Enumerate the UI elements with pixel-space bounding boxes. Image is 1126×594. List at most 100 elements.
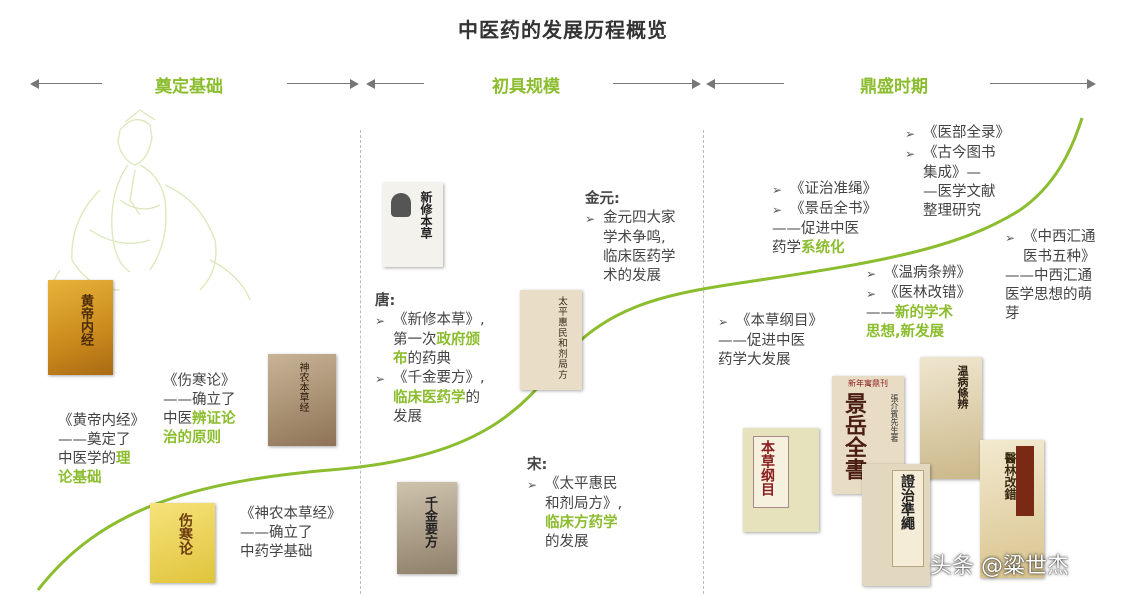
arrow-bullet-icon: ➢ bbox=[375, 314, 386, 328]
text-line: 《伤寒论》 bbox=[163, 373, 236, 389]
era-label-foundation: 奠定基础 bbox=[155, 77, 223, 97]
text-line: 《中西汇通 bbox=[1023, 229, 1096, 245]
watermark-text: 头条 @粱世杰 bbox=[930, 554, 1069, 579]
highlight-text: 政府颁 bbox=[436, 332, 481, 348]
text-huangdi-neijing: 《黄帝内经》 ——奠定了 中医学的理 论基础 bbox=[58, 412, 178, 488]
book-title: 伤寒论 bbox=[177, 513, 193, 555]
highlight-text: 临床医药学 bbox=[393, 390, 466, 406]
text-line: 的药典 bbox=[407, 351, 452, 367]
arrow-bullet-icon: ➢ bbox=[718, 315, 729, 329]
text-line: ——确立了 bbox=[240, 525, 313, 541]
text-line: 《本草纲目》 bbox=[736, 313, 823, 329]
book-title: 千金要方 bbox=[422, 496, 437, 548]
text-yibu-quanlu: ➢《医部全录》 ➢《古今图书 集成》— —医学文献 整理研究 bbox=[905, 124, 1020, 221]
arrow-line bbox=[38, 83, 102, 84]
arrow-line bbox=[613, 83, 693, 84]
text-line: —— bbox=[866, 305, 895, 321]
text-line: 整理研究 bbox=[923, 203, 981, 219]
book-cover-shennong: 神农本草经 bbox=[268, 354, 336, 446]
book-title: 新修本草 bbox=[419, 191, 433, 239]
arrow-bullet-icon: ➢ bbox=[585, 212, 596, 226]
book-publisher: 新年寓鼎刊 bbox=[848, 379, 888, 388]
arrow-line bbox=[714, 83, 784, 84]
highlight-text: 布 bbox=[393, 351, 408, 367]
text-line: 药学大发展 bbox=[718, 352, 791, 368]
text-line: 中医学的 bbox=[58, 451, 116, 467]
text-line: 《景岳全书》 bbox=[790, 201, 877, 217]
text-line: ——中西汇通 bbox=[1005, 268, 1092, 284]
highlight-text: 辨证论 bbox=[192, 411, 236, 427]
arrow-right-icon bbox=[692, 79, 701, 89]
title-label-box bbox=[892, 470, 924, 567]
title-label-box bbox=[1016, 446, 1034, 516]
text-line: 的 bbox=[465, 390, 481, 406]
text-line: 医书五种》 bbox=[1023, 249, 1096, 265]
text-bencao-gangmu: ➢ 《本草纲目》 ——促进中医 药学大发展 bbox=[718, 312, 838, 370]
book-cover-wenbing: 温病條辨 bbox=[920, 357, 982, 479]
book-cover-taiping: 太平惠民和剂局方 bbox=[520, 290, 582, 390]
highlight-text: 治的原则 bbox=[163, 430, 221, 446]
arrow-bullet-icon: ➢ bbox=[905, 127, 916, 141]
text-jinyuan: 金元: ➢金元四大家 学术争鸣, 临床医药学 术的发展 bbox=[585, 190, 700, 286]
highlight-text: 系统化 bbox=[801, 240, 845, 256]
text-line: 集成》— bbox=[923, 165, 981, 181]
book-title: 證治準繩 bbox=[899, 474, 915, 530]
era-divider bbox=[360, 130, 361, 594]
text-line: 金元四大家 bbox=[603, 210, 676, 226]
text-line: 中医 bbox=[163, 411, 192, 427]
book-title: 温病條辨 bbox=[956, 365, 969, 409]
book-title: 太平惠民和剂局方 bbox=[556, 296, 567, 380]
book-title: 神农本草经 bbox=[297, 362, 308, 412]
book-title: 黄帝内经 bbox=[78, 294, 93, 346]
text-line: ——促进中医 bbox=[718, 333, 805, 349]
arrow-bullet-icon: ➢ bbox=[866, 287, 877, 301]
page-title: 中医药的发展历程概览 bbox=[458, 18, 668, 42]
arrow-bullet-icon: ➢ bbox=[375, 372, 386, 386]
text-line: ——确立了 bbox=[163, 392, 236, 408]
text-line: 《太平惠民 bbox=[545, 476, 618, 492]
text-line: 和剂局方》, bbox=[545, 496, 623, 512]
text-wenbing-yilin: ➢《温病条辨》 ➢《医林改错》 ——新的学术 思想,新发展 bbox=[866, 264, 986, 342]
text-tang: 唐: ➢《新修本草》, 第一次政府颁 布的药典 ➢《千金要方》, 临床医药学的 … bbox=[375, 292, 515, 427]
text-line: 芽 bbox=[1005, 306, 1020, 322]
era-label-peak: 鼎盛时期 bbox=[860, 77, 928, 97]
highlight-text: 理 bbox=[116, 451, 131, 467]
arrow-line bbox=[990, 83, 1088, 84]
book-cover-bencao: 本草纲目 bbox=[743, 428, 819, 532]
text-shanghan-lun: 《伤寒论》 ——确立了 中医辨证论 治的原则 bbox=[163, 372, 273, 448]
text-line: 药学 bbox=[772, 240, 801, 256]
era-divider bbox=[703, 130, 704, 594]
text-line: 医学思想的萌 bbox=[1005, 287, 1092, 303]
text-line: ——促进中医 bbox=[772, 221, 859, 237]
text-line: ——奠定了 bbox=[58, 432, 131, 448]
dynasty-heading: 金元: bbox=[585, 191, 620, 207]
book-cover-qianjin: 千金要方 bbox=[397, 482, 457, 574]
arrow-right-icon bbox=[350, 79, 359, 89]
book-cover-xinxiu: 新修本草 bbox=[383, 183, 443, 267]
text-line: 《医部全录》 bbox=[923, 125, 1010, 141]
book-author: 張介賓先生著 bbox=[890, 394, 899, 442]
arrow-left-icon bbox=[30, 79, 39, 89]
highlight-text: 论基础 bbox=[58, 470, 102, 486]
text-line: 《温病条辨》 bbox=[884, 265, 971, 281]
text-line: 的发展 bbox=[545, 534, 589, 550]
dynasty-heading: 唐: bbox=[375, 293, 396, 309]
text-shennong-bencaojing: 《神农本草经》 ——确立了 中药学基础 bbox=[240, 505, 360, 562]
arrow-left-icon bbox=[366, 79, 375, 89]
text-line: 《黄帝内经》 bbox=[58, 413, 145, 429]
text-line: 《证治准绳》 bbox=[790, 181, 877, 197]
text-line: —医学文献 bbox=[923, 184, 996, 200]
arrow-line bbox=[374, 83, 424, 84]
text-line: 学术争鸣, bbox=[603, 230, 666, 246]
text-zhongxi-huitong: ➢ 《中西汇通 医书五种》 ——中西汇通 医学思想的萌 芽 bbox=[1005, 228, 1123, 324]
arrow-bullet-icon: ➢ bbox=[1005, 231, 1016, 245]
arrow-line bbox=[287, 83, 351, 84]
book-cover-huangdi: 黄帝内经 bbox=[48, 280, 113, 375]
arrow-bullet-icon: ➢ bbox=[772, 183, 783, 197]
era-label-initial-scale: 初具规模 bbox=[492, 77, 560, 97]
highlight-text: 临床方药学 bbox=[545, 515, 618, 531]
text-line: 《千金要方》, bbox=[393, 370, 485, 386]
arrow-bullet-icon: ➢ bbox=[527, 478, 538, 492]
text-song: 宋: ➢《太平惠民 和剂局方》, 临床方药学 的发展 bbox=[527, 456, 647, 552]
text-line: 中药学基础 bbox=[240, 544, 313, 560]
